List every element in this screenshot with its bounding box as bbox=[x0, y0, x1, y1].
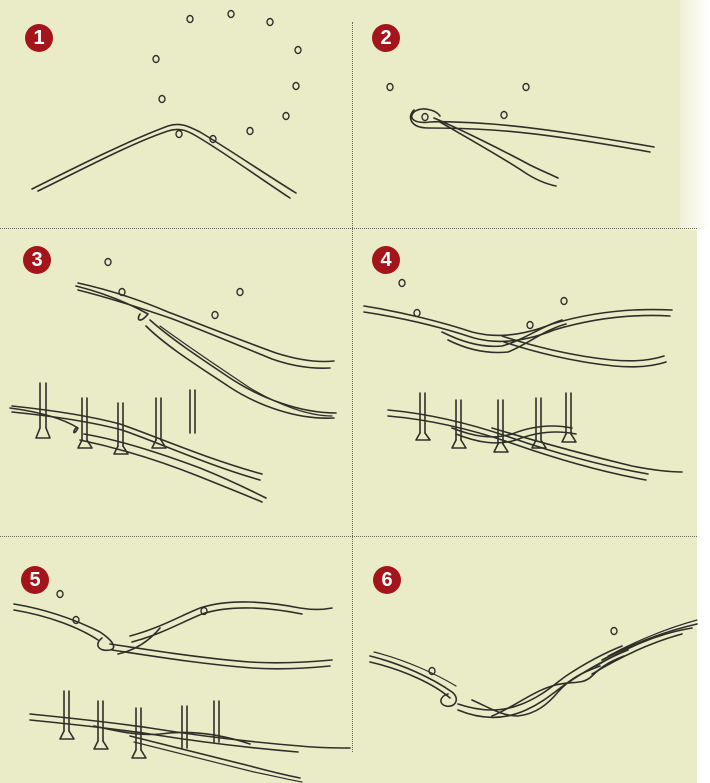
stakes bbox=[60, 691, 219, 758]
peg-circles bbox=[387, 84, 529, 121]
step-panel-5: 5 bbox=[0, 536, 352, 783]
peg-circles bbox=[153, 11, 301, 143]
second-twist-and-weave-drawing bbox=[352, 228, 697, 536]
step-panel-6: 6 bbox=[352, 536, 697, 783]
continued-twist-and-weave-drawing bbox=[0, 536, 352, 783]
strand-looped-around-peg-drawing bbox=[352, 0, 697, 228]
first-twist-and-weave-drawing bbox=[0, 228, 352, 536]
peg-circles bbox=[57, 591, 207, 624]
finished-rope-twist-drawing bbox=[352, 536, 697, 783]
peg-circles bbox=[399, 280, 567, 329]
step-panel-3: 3 bbox=[0, 228, 352, 536]
peg-circles bbox=[429, 628, 617, 675]
strand-bent-over-peg-drawing bbox=[0, 0, 352, 228]
step-panel-1: 1 bbox=[0, 0, 352, 228]
step-panel-2: 2 bbox=[352, 0, 697, 228]
peg-circles bbox=[105, 259, 243, 319]
step-panel-4: 4 bbox=[352, 228, 697, 536]
